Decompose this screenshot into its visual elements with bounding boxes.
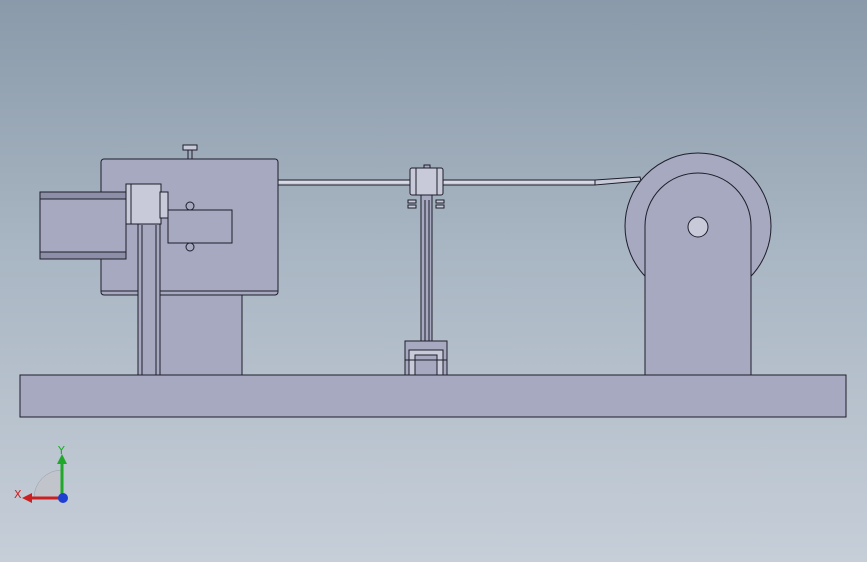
y-axis-arrowhead bbox=[57, 454, 67, 464]
guide-rod[interactable] bbox=[277, 176, 642, 186]
orientation-triad: Y X bbox=[14, 444, 68, 503]
stepper-motor[interactable] bbox=[39, 191, 127, 260]
post-base[interactable] bbox=[404, 340, 448, 376]
x-axis-label: X bbox=[14, 488, 22, 501]
triad-plane bbox=[33, 469, 63, 499]
top-screw bbox=[182, 144, 198, 151]
z-axis-dot bbox=[58, 493, 68, 503]
y-axis-label: Y bbox=[57, 444, 65, 457]
coupling-hub[interactable] bbox=[125, 183, 169, 225]
pulley-assembly[interactable] bbox=[624, 152, 772, 376]
slot-window[interactable] bbox=[167, 201, 233, 252]
slider-carriage[interactable] bbox=[407, 164, 445, 342]
base-plate[interactable] bbox=[19, 374, 847, 418]
pulley-stand[interactable] bbox=[644, 172, 752, 376]
x-axis-arrowhead bbox=[22, 493, 32, 503]
pulley-axle[interactable] bbox=[687, 216, 709, 238]
housing-pedestal[interactable] bbox=[159, 294, 243, 376]
